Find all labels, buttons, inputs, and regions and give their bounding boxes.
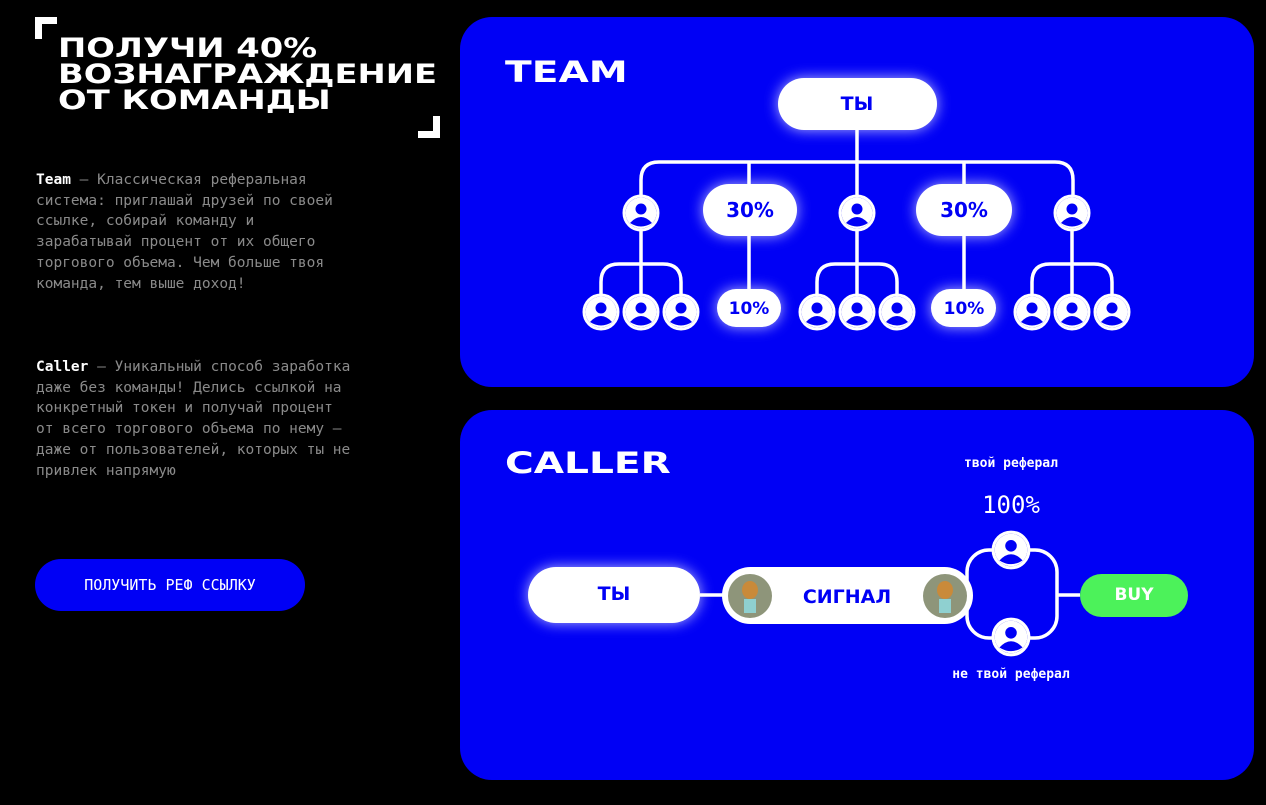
pct-label: 30% bbox=[726, 198, 774, 222]
corner-bracket-bottom bbox=[418, 116, 440, 138]
user-icon bbox=[991, 617, 1031, 657]
signal-label: СИГНАЛ bbox=[803, 586, 891, 608]
your-referral-label: твой реферал bbox=[964, 456, 1058, 471]
page-title: ПОЛУЧИ 40% ВОЗНАГРАЖДЕНИЕ ОТ КОМАНДЫ bbox=[58, 33, 438, 116]
you-label: ТЫ bbox=[598, 583, 631, 605]
user-icon bbox=[622, 293, 660, 331]
pct-label: 30% bbox=[940, 198, 988, 222]
title-line: ПОЛУЧИ 40% bbox=[58, 33, 318, 64]
not-your-referral-label: не твой реферал bbox=[952, 667, 1070, 682]
text: Уникальный способ заработка даже без ком… bbox=[36, 359, 351, 479]
user-icon bbox=[622, 194, 660, 232]
team-description: Team – Классическая реферальная система:… bbox=[36, 170, 356, 294]
user-icon bbox=[1053, 293, 1091, 331]
buy-pill bbox=[1080, 574, 1188, 617]
title-line: ВОЗНАГРАЖДЕНИЕ bbox=[58, 59, 438, 90]
your-referral-pct: 100% bbox=[982, 491, 1040, 519]
user-icon bbox=[1053, 194, 1091, 232]
tree-lines bbox=[599, 130, 1114, 640]
corner-bracket-top bbox=[35, 17, 57, 39]
user-icon bbox=[838, 293, 876, 331]
user-icon bbox=[878, 293, 916, 331]
text: Классическая реферальная система: пригла… bbox=[36, 172, 333, 292]
term: Caller bbox=[36, 359, 89, 375]
buy-label: BUY bbox=[1114, 585, 1154, 605]
pct-pill bbox=[931, 289, 996, 327]
dog-avatar-icon bbox=[728, 574, 772, 618]
pct-label: 10% bbox=[729, 299, 770, 319]
dog-avatar-icon bbox=[923, 574, 967, 618]
get-ref-link-button[interactable]: ПОЛУЧИТЬ РЕФ ССЫЛКУ bbox=[35, 559, 305, 611]
sep: – bbox=[88, 359, 115, 375]
user-icon bbox=[991, 530, 1031, 570]
sep: – bbox=[70, 172, 98, 188]
signal-pill bbox=[722, 567, 973, 624]
user-icon bbox=[662, 293, 700, 331]
title-line: ОТ КОМАНДЫ bbox=[58, 85, 331, 116]
user-icon bbox=[1013, 293, 1051, 331]
root-pill bbox=[778, 78, 937, 130]
user-icon bbox=[798, 293, 836, 331]
pct-label: 10% bbox=[944, 299, 985, 319]
you-pill bbox=[528, 567, 700, 623]
root-label: ТЫ bbox=[841, 93, 874, 115]
user-icon bbox=[582, 293, 620, 331]
term: Team bbox=[36, 172, 71, 188]
user-icon bbox=[838, 194, 876, 232]
pct-pill bbox=[916, 184, 1012, 236]
pct-pill bbox=[703, 184, 797, 236]
team-title: TEAM bbox=[505, 55, 628, 89]
pct-pill bbox=[717, 289, 781, 327]
caller-title: CALLER bbox=[505, 446, 671, 480]
user-icon bbox=[1093, 293, 1131, 331]
team-nodes: ТЫ 30% 30% 10% 10% bbox=[582, 78, 1131, 331]
caller-description: Caller – Уникальный способ заработка даж… bbox=[36, 357, 356, 481]
caller-flow: ТЫ СИГНАЛ BUY bbox=[528, 530, 1188, 657]
